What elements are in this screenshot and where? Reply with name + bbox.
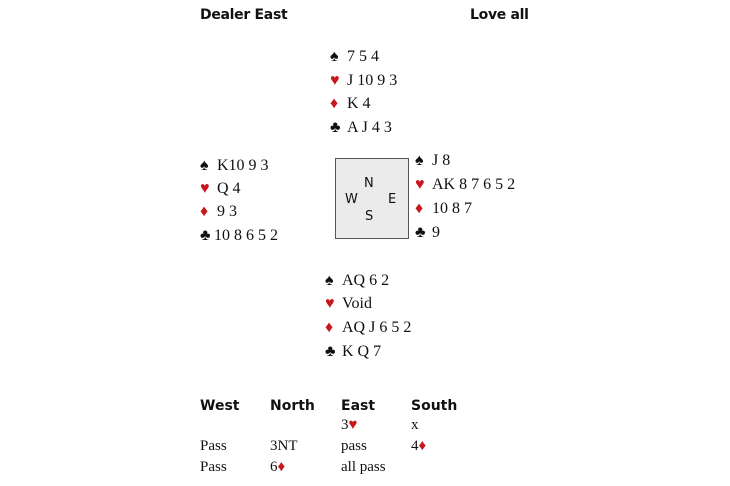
diamond-icon: ♦ bbox=[200, 203, 209, 220]
heart-icon: ♥ bbox=[330, 72, 340, 89]
east-clubs: ♣9 bbox=[415, 223, 440, 243]
north-diamonds-cards: K 4 bbox=[347, 95, 371, 112]
auction-header-north: North bbox=[270, 398, 315, 414]
east-spades-cards: J 8 bbox=[432, 152, 451, 169]
south-spades: ♠ AQ 6 2 bbox=[325, 271, 389, 291]
bid-south-1: x bbox=[411, 417, 419, 433]
heart-icon: ♥ bbox=[415, 176, 425, 193]
west-hearts-cards: Q 4 bbox=[217, 180, 241, 197]
spade-icon: ♠ bbox=[415, 152, 424, 169]
auction-header-south: South bbox=[411, 398, 458, 414]
bid-north-3: 6♦ bbox=[270, 459, 285, 476]
heart-icon: ♥ bbox=[325, 295, 335, 312]
diamond-icon: ♦ bbox=[415, 200, 424, 217]
auction-header-east: East bbox=[341, 398, 376, 414]
heart-icon: ♥ bbox=[200, 180, 210, 197]
spade-icon: ♠ bbox=[330, 48, 339, 65]
south-diamonds-cards: AQ J 6 5 2 bbox=[342, 319, 412, 336]
compass-south: S bbox=[365, 209, 374, 224]
east-diamonds-cards: 10 8 7 bbox=[432, 200, 472, 217]
west-diamonds: ♦ 9 3 bbox=[200, 202, 237, 222]
south-hearts: ♥ Void bbox=[325, 294, 372, 314]
south-hearts-cards: Void bbox=[342, 295, 372, 312]
vulnerability-label: Love all bbox=[470, 7, 529, 23]
diamond-icon: ♦ bbox=[277, 459, 286, 475]
east-hearts-cards: AK 8 7 6 5 2 bbox=[432, 176, 516, 193]
bid-east-3: all pass bbox=[341, 459, 386, 475]
compass-west: W bbox=[345, 192, 358, 207]
bid-north-2: 3NT bbox=[270, 438, 298, 454]
diamond-icon: ♦ bbox=[418, 438, 427, 454]
west-spades-cards: K10 9 3 bbox=[217, 157, 269, 174]
club-icon: ♣ bbox=[200, 227, 211, 244]
heart-icon: ♥ bbox=[348, 417, 358, 433]
west-diamonds-cards: 9 3 bbox=[217, 203, 237, 220]
east-spades: ♠ J 8 bbox=[415, 151, 450, 171]
club-icon: ♣ bbox=[325, 343, 336, 360]
east-hearts: ♥ AK 8 7 6 5 2 bbox=[415, 175, 515, 195]
south-diamonds: ♦ AQ J 6 5 2 bbox=[325, 318, 411, 338]
bid-level: 4 bbox=[411, 438, 419, 454]
north-clubs-cards: A J 4 3 bbox=[347, 119, 392, 136]
spade-icon: ♠ bbox=[325, 272, 334, 289]
west-clubs-cards: 10 8 6 5 2 bbox=[214, 227, 278, 244]
diamond-icon: ♦ bbox=[325, 319, 334, 336]
east-clubs-cards: 9 bbox=[432, 224, 440, 241]
bid-level: 6 bbox=[270, 459, 278, 475]
bid-west-2: Pass bbox=[200, 438, 227, 454]
bid-level: 3 bbox=[341, 417, 349, 433]
north-spades-cards: 7 5 4 bbox=[347, 48, 379, 65]
dealer-label: Dealer East bbox=[200, 7, 288, 23]
west-spades: ♠ K10 9 3 bbox=[200, 156, 269, 176]
compass-box: N W E S bbox=[335, 158, 409, 239]
club-icon: ♣ bbox=[330, 119, 341, 136]
north-diamonds: ♦ K 4 bbox=[330, 94, 371, 114]
west-clubs: ♣10 8 6 5 2 bbox=[200, 226, 278, 246]
east-diamonds: ♦ 10 8 7 bbox=[415, 199, 472, 219]
diamond-icon: ♦ bbox=[330, 95, 339, 112]
spade-icon: ♠ bbox=[200, 157, 209, 174]
bid-west-3: Pass bbox=[200, 459, 227, 475]
compass-east: E bbox=[388, 192, 397, 207]
south-spades-cards: AQ 6 2 bbox=[342, 272, 390, 289]
club-icon: ♣ bbox=[415, 224, 426, 241]
north-hearts-cards: J 10 9 3 bbox=[347, 72, 398, 89]
bid-south-2: 4♦ bbox=[411, 438, 426, 455]
north-hearts: ♥ J 10 9 3 bbox=[330, 71, 397, 91]
bid-east-2: pass bbox=[341, 438, 367, 454]
south-clubs: ♣ K Q 7 bbox=[325, 342, 381, 362]
bid-east-1: 3♥ bbox=[341, 417, 357, 434]
north-spades: ♠ 7 5 4 bbox=[330, 47, 379, 67]
west-hearts: ♥ Q 4 bbox=[200, 179, 241, 199]
south-clubs-cards: K Q 7 bbox=[342, 343, 382, 360]
north-clubs: ♣ A J 4 3 bbox=[330, 118, 392, 138]
compass-north: N bbox=[364, 176, 374, 191]
auction-header-west: West bbox=[200, 398, 240, 414]
